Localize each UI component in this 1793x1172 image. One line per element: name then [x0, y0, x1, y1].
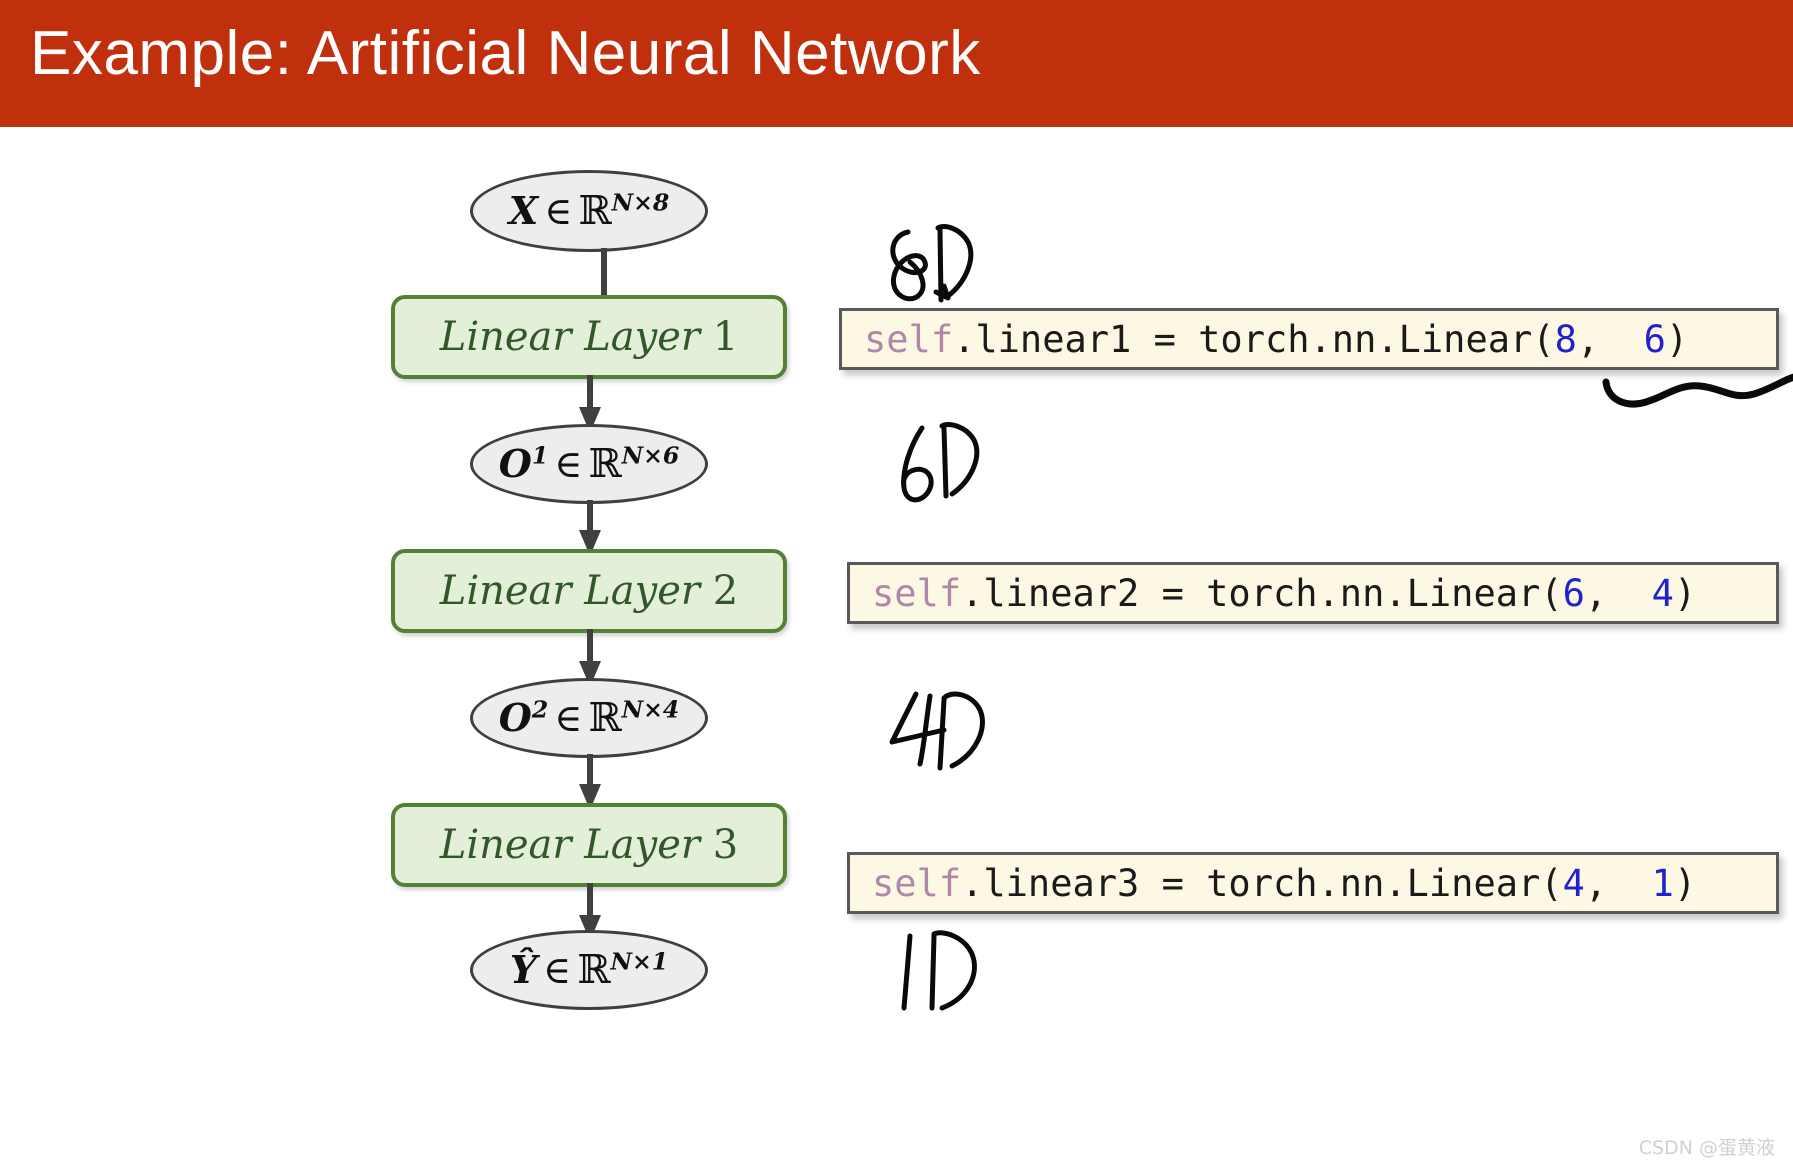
- code-1-arg-out: 6: [1643, 317, 1666, 361]
- code-3-arg-sep: ,: [1584, 861, 1652, 905]
- arrow-o2-to-layer3: [579, 754, 601, 810]
- node-o1-label: O1∈ℝN×6: [499, 444, 680, 484]
- layer-box-3[interactable]: Linear Layer 3: [391, 803, 787, 887]
- annotation-wavy-underline: [1602, 373, 1793, 408]
- title-bar: Example: Artificial Neural Network: [0, 0, 1793, 127]
- code-1-assign: .linear1 = torch.nn.Linear(: [953, 317, 1555, 361]
- node-output-yhat: Ŷ∈ℝN×1: [470, 930, 708, 1010]
- layer-box-1-index: 1: [712, 314, 739, 360]
- code-3-keyword-self: self: [872, 861, 962, 905]
- code-1-arg-sep: ,: [1576, 317, 1644, 361]
- node-input-x-label: X∈ℝN×8: [509, 191, 670, 231]
- annotation-1d: [901, 930, 977, 1011]
- symbol-o2: O: [498, 695, 532, 740]
- reals-symbol: ℝ: [588, 695, 622, 741]
- node-input-x: X∈ℝN×8: [470, 170, 708, 252]
- node-output-yhat-exponent: N×1: [610, 947, 669, 976]
- code-3-close-paren: ): [1673, 861, 1697, 905]
- element-of-icon: ∈: [554, 442, 583, 486]
- arrow-o1-to-layer2: [579, 500, 601, 556]
- layer-box-1-label: Linear Layer 1: [440, 314, 738, 360]
- node-o2-superscript: 2: [531, 695, 549, 724]
- code-2-arg-in: 6: [1562, 571, 1585, 615]
- code-2-arg-out: 4: [1651, 571, 1674, 615]
- page-title: Example: Artificial Neural Network: [30, 19, 981, 88]
- node-o2-label: O2∈ℝN×4: [499, 698, 680, 738]
- layer-box-2-label: Linear Layer 2: [440, 568, 738, 614]
- node-input-x-exponent: N×8: [611, 188, 670, 217]
- annotation-8d: [890, 224, 974, 303]
- layer-box-2-index: 2: [712, 568, 739, 614]
- layer-box-1-name: Linear Layer: [439, 314, 701, 360]
- element-of-icon: ∈: [544, 189, 573, 233]
- code-2-arg-sep: ,: [1584, 571, 1652, 615]
- code-1-arg-in: 8: [1554, 317, 1577, 361]
- code-3-assign: .linear3 = torch.nn.Linear(: [961, 861, 1563, 905]
- annotation-4d: [889, 691, 985, 771]
- symbol-yhat: Ŷ: [509, 947, 538, 992]
- node-o2: O2∈ℝN×4: [470, 678, 708, 758]
- layer-box-2-name: Linear Layer: [439, 568, 701, 614]
- symbol-o1: O: [498, 441, 532, 486]
- code-box-3[interactable]: self.linear3 = torch.nn.Linear(4, 1): [847, 852, 1779, 914]
- annotation-6d: [901, 422, 980, 503]
- arrow-layer2-to-o2: [579, 629, 601, 687]
- watermark: CSDN @蛋黄液: [1638, 1137, 1775, 1159]
- code-box-2[interactable]: self.linear2 = torch.nn.Linear(6, 4): [847, 562, 1779, 624]
- layer-box-3-index: 3: [712, 822, 739, 868]
- node-output-yhat-label: Ŷ∈ℝN×1: [510, 950, 668, 990]
- node-o1-exponent: N×6: [621, 441, 680, 470]
- code-line-1: self.linear1 = torch.nn.Linear(8, 6): [842, 318, 1688, 361]
- node-o1-superscript: 1: [531, 441, 549, 470]
- layer-box-3-label: Linear Layer 3: [440, 822, 738, 868]
- code-line-2: self.linear2 = torch.nn.Linear(6, 4): [850, 572, 1696, 615]
- arrow-layer3-to-output: [579, 883, 601, 941]
- reals-symbol: ℝ: [577, 947, 611, 993]
- symbol-x: X: [508, 188, 539, 233]
- element-of-icon: ∈: [543, 948, 572, 992]
- layer-box-3-name: Linear Layer: [439, 822, 701, 868]
- code-3-arg-out: 1: [1651, 861, 1674, 905]
- code-1-keyword-self: self: [864, 317, 954, 361]
- reals-symbol: ℝ: [588, 441, 622, 487]
- layer-box-2[interactable]: Linear Layer 2: [391, 549, 787, 633]
- code-2-assign: .linear2 = torch.nn.Linear(: [961, 571, 1563, 615]
- node-o1: O1∈ℝN×6: [470, 424, 708, 504]
- code-1-close-paren: ): [1665, 317, 1689, 361]
- element-of-icon: ∈: [554, 696, 583, 740]
- code-2-close-paren: ): [1673, 571, 1697, 615]
- reals-symbol: ℝ: [578, 188, 612, 234]
- code-2-keyword-self: self: [872, 571, 962, 615]
- node-o2-exponent: N×4: [621, 695, 680, 724]
- arrow-layer1-to-o1: [579, 375, 601, 433]
- code-line-3: self.linear3 = torch.nn.Linear(4, 1): [850, 862, 1696, 905]
- layer-box-1[interactable]: Linear Layer 1: [391, 295, 787, 379]
- code-box-1[interactable]: self.linear1 = torch.nn.Linear(8, 6): [839, 308, 1779, 370]
- code-3-arg-in: 4: [1562, 861, 1585, 905]
